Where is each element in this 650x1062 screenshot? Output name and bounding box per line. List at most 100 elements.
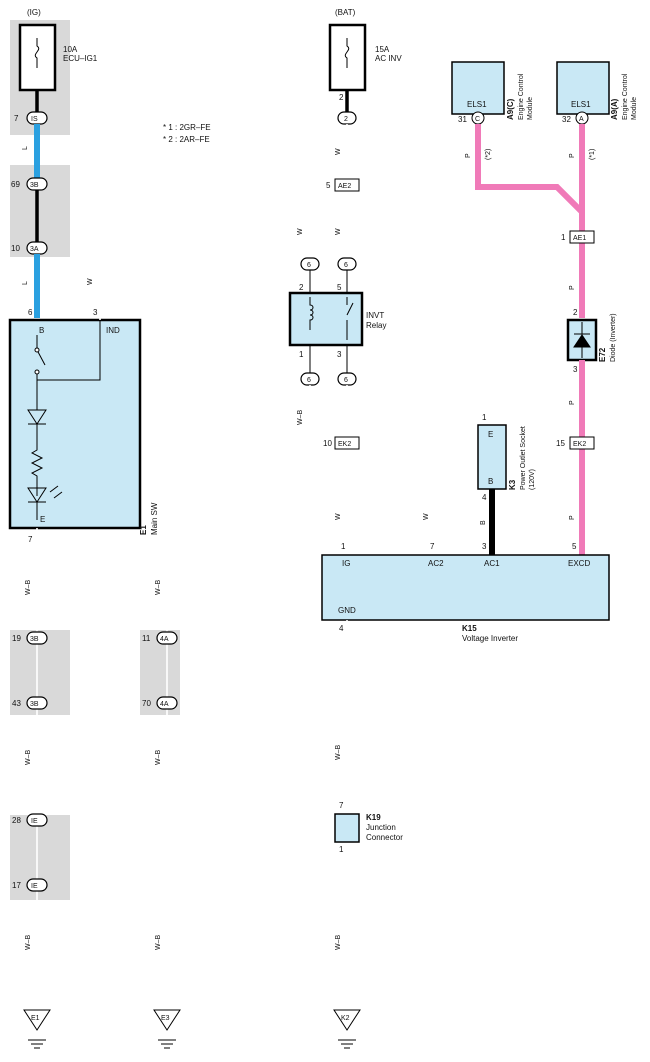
wire-color-p: P <box>569 285 576 290</box>
ecm-a-name: Engine Control <box>622 73 629 120</box>
pin-label: 31 <box>458 115 467 124</box>
fuse-bat-name: AC INV <box>375 54 402 63</box>
ground-k2-icon <box>333 1009 361 1031</box>
pin-label: 7 <box>430 542 435 551</box>
connector-6-label: 6 <box>307 262 311 269</box>
earth-icon <box>338 1039 356 1049</box>
wire-color-wb: W–B <box>155 935 162 951</box>
wire-color-wb: W–B <box>25 580 32 596</box>
socket-term-b: B <box>488 477 493 486</box>
ground-k2-label: K2 <box>341 1015 350 1022</box>
fuse-ig-rating: 10A <box>63 45 78 54</box>
wire-color-wb: W–B <box>25 750 32 766</box>
main-sw-term-ind: IND <box>106 326 120 335</box>
connector-ek2 <box>334 436 360 450</box>
wire-color-l: L <box>22 281 29 285</box>
connector-ae2-label: AE2 <box>338 183 351 190</box>
wire-color-wb: W–B <box>335 935 342 951</box>
pin-label: 11 <box>142 634 151 643</box>
pin-label: 7 <box>339 801 344 810</box>
connector-c-label: C <box>475 116 480 123</box>
wire-color-w: W <box>297 228 304 235</box>
junction-k19-box <box>334 813 360 843</box>
wire-color-p: P <box>569 400 576 405</box>
pin-label: 1 <box>561 233 566 242</box>
socket-name: Power Outlet Socket <box>520 426 527 490</box>
connector-ae1-label: AE1 <box>573 235 586 242</box>
wire-color-w: W <box>423 513 430 520</box>
note-star-2: (*2) <box>485 149 492 160</box>
main-sw-name: Main SW <box>150 502 159 535</box>
ecm-a-code: A9(A) <box>610 98 619 120</box>
junction-name: Junction <box>366 823 396 832</box>
ecm-a-name-2: Module <box>631 97 638 120</box>
pin-label: 3 <box>93 308 98 317</box>
ecm-c-name-2: Module <box>527 97 534 120</box>
pin-label: 3 <box>573 365 578 374</box>
pin-label: 70 <box>142 699 151 708</box>
pin-label: 17 <box>12 881 21 890</box>
ecm-c-name: Engine Control <box>518 73 525 120</box>
wire-color-p: P <box>569 153 576 158</box>
connector-3b <box>26 696 48 710</box>
connector-ek2-2 <box>569 436 595 450</box>
earth-icon <box>28 1039 46 1049</box>
wire-color-wb: W–B <box>25 935 32 951</box>
wire-color-w: W <box>335 513 342 520</box>
pin-label: 2 <box>573 308 578 317</box>
inverter-k15-box <box>321 554 610 621</box>
connector-3a-label: 3A <box>30 246 39 253</box>
pin-label: 6 <box>28 308 33 317</box>
ground-e3-label: E3 <box>161 1015 170 1022</box>
fuse-bat-rating: 15A <box>375 45 390 54</box>
note-1: * 1 : 2GR–FE <box>163 123 211 132</box>
pin-label: 2 <box>339 93 344 102</box>
wire-color-wb: W–B <box>155 750 162 766</box>
pin-label: 43 <box>12 699 21 708</box>
pin-label: 15 <box>556 439 565 448</box>
ecm-c-code: A9(C) <box>506 98 515 120</box>
pin-label: 5 <box>337 283 342 292</box>
connector-4a-label: 4A <box>160 701 169 708</box>
inverter-term-ac2: AC2 <box>428 559 444 568</box>
pin-label: 1 <box>482 413 487 422</box>
ground-e1-icon <box>23 1009 51 1031</box>
wire-color-wb: W–B <box>155 580 162 596</box>
connector-4a <box>156 631 178 645</box>
socket-code: K3 <box>508 479 517 490</box>
wire-wb-e3-inner <box>166 385 311 1010</box>
connector-3b-label: 3B <box>30 701 39 708</box>
inverter-name: Voltage Inverter <box>462 634 518 643</box>
socket-k3-box <box>477 424 507 490</box>
note-star-1: (*1) <box>589 149 596 160</box>
wire-ac2-w-inner <box>434 371 501 555</box>
wire-pink-c <box>475 124 585 215</box>
note-2: * 2 : 2AR–FE <box>163 135 210 144</box>
switch-terminal-icon <box>34 347 40 353</box>
pin-label: 1 <box>299 350 304 359</box>
wire-color-p: P <box>465 153 472 158</box>
wire-color-b: B <box>480 520 487 525</box>
ecm-a-term: ELS1 <box>571 100 591 109</box>
pin-label: 5 <box>326 181 331 190</box>
inverter-term-gnd: GND <box>338 606 356 615</box>
connector-3b-label: 3B <box>30 636 39 643</box>
fuse-ig-name: ECU–IG1 <box>63 54 98 63</box>
fuse-ig-box <box>18 23 57 92</box>
wire-color-w: W <box>335 228 342 235</box>
relay-name-2: Relay <box>366 321 386 330</box>
connector-3b <box>26 631 48 645</box>
relay-name: INVT <box>366 311 384 320</box>
connector-ae2 <box>334 178 360 192</box>
inverter-term-excd: EXCD <box>568 559 590 568</box>
connector-ek2-label: EK2 <box>338 441 351 448</box>
pin-label: 2 <box>299 283 304 292</box>
ground-e1-label: E1 <box>31 1015 40 1022</box>
connector-6-label: 6 <box>344 377 348 384</box>
connector-ek2-label: EK2 <box>573 441 586 448</box>
switch-terminal-icon <box>34 369 40 375</box>
wire-wb-e3 <box>166 385 311 1010</box>
resistor-icon <box>30 424 44 496</box>
pin-label: 10 <box>323 439 332 448</box>
wire-color-w: W <box>335 148 342 155</box>
